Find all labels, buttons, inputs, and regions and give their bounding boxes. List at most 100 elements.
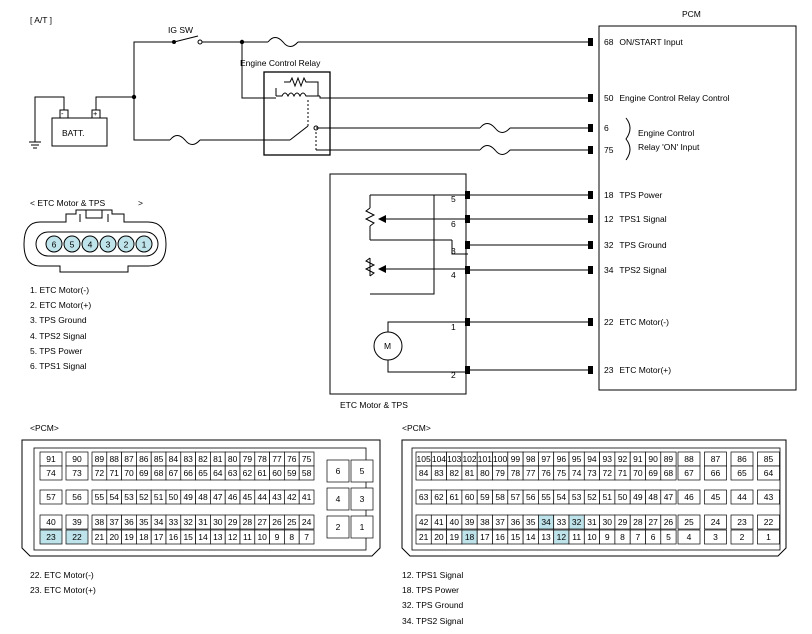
pcm-cell-label: 57 <box>46 492 56 502</box>
connector-pin <box>45 235 63 253</box>
pcm-cell-label: 69 <box>648 468 658 478</box>
tps-ground-wire <box>451 240 468 255</box>
pcm-cell <box>757 529 780 545</box>
pcm-cell <box>677 529 701 545</box>
pcm-cell-label: 16 <box>495 532 505 542</box>
relay-box <box>263 71 331 156</box>
pcm-cell-label: 83 <box>183 454 193 464</box>
pcm-cell-label: 80 <box>480 468 490 478</box>
pcm-cell-label: 98 <box>526 454 536 464</box>
connector-pin-label: 6 <box>52 240 57 250</box>
fuse-3 <box>479 123 511 133</box>
pcm-cell <box>660 465 677 481</box>
pcm-cell-label: 64 <box>213 468 223 478</box>
pcm-cell-label: 81 <box>465 468 475 478</box>
pcm-cell-label: 43 <box>272 492 282 502</box>
pcm-cell-label: 5 <box>666 532 671 542</box>
pcm-cell-label: 74 <box>46 468 56 478</box>
pcm-cell-label: 36 <box>124 517 134 527</box>
ig-sw-node <box>172 40 176 44</box>
tps1-resistor <box>364 207 376 227</box>
pcm-cell-label: 55 <box>541 492 551 502</box>
etc-pin-terminal <box>465 266 470 274</box>
pcm-cell-label: 21 <box>95 532 105 542</box>
pcm-cell-label: 57 <box>511 492 521 502</box>
pcm-cell-label: 70 <box>124 468 134 478</box>
pcm-cell-label: 70 <box>633 468 643 478</box>
pcm-cell-label: 25 <box>684 517 694 527</box>
pcm-cell-label: 68 <box>664 468 674 478</box>
pcm-cell-label: 22 <box>764 517 774 527</box>
pcm-pin-label: TPS1 Signal <box>619 214 666 224</box>
pcm-cell-label: 49 <box>183 492 193 502</box>
pcm-cell <box>704 465 727 481</box>
pcm-cell-label: 37 <box>109 517 119 527</box>
pcm-left-legend: 22. ETC Motor(-) 23. ETC Motor(+) <box>30 568 96 598</box>
pcm-cell-label: 66 <box>183 468 193 478</box>
pcm-cell-label: 56 <box>526 492 536 502</box>
pcm-cell-label: 41 <box>302 492 312 502</box>
pcm-cell <box>677 514 701 530</box>
pcm-cell-label: 19 <box>124 532 134 542</box>
connector-pin-label: 3 <box>106 240 111 250</box>
relay-contact <box>289 125 309 141</box>
pcm-cell-label: 6 <box>651 532 656 542</box>
relay-feed-node <box>239 39 245 45</box>
pcm-cell-label: 90 <box>72 454 82 464</box>
connector-pin-label: 2 <box>124 240 129 250</box>
ig-sw-node2 <box>197 39 203 45</box>
pcm-cell-label: 84 <box>169 454 179 464</box>
pcm-cell-label: 92 <box>618 454 628 464</box>
relay-control-wire <box>241 42 590 99</box>
pcm-cell-label: 61 <box>450 492 460 502</box>
pcm-cell-label: 79 <box>495 468 505 478</box>
pcm-cell-label: 94 <box>587 454 597 464</box>
pcm-pin-terminal <box>588 38 593 46</box>
pcm-cell-label: 3 <box>713 532 718 542</box>
pcm-pin-label: TPS Power <box>619 190 662 200</box>
pcm-cell-label: 91 <box>633 454 643 464</box>
variant-label: [ A/T ] <box>30 15 52 25</box>
legend-item: 18. TPS Power <box>402 585 460 596</box>
pcm-cell <box>730 489 754 505</box>
pcm-cell <box>65 514 89 530</box>
pcm-cell-label: 2 <box>336 522 341 532</box>
pcm-cell-label: 26 <box>664 517 674 527</box>
etc-pin-number: 2 <box>451 370 456 380</box>
pcm-pin-label: TPS2 Signal <box>619 265 666 275</box>
pcm-cell <box>298 465 315 481</box>
pcm-cell-label: 89 <box>664 454 674 464</box>
pcm-cell-label: 67 <box>684 468 694 478</box>
pcm-cell-label: 41 <box>434 517 444 527</box>
pcm-cell <box>730 529 754 545</box>
pcm-cell-label: 66 <box>711 468 721 478</box>
pcm-cell-label: 62 <box>434 492 444 502</box>
pcm-cell-label: 85 <box>764 454 774 464</box>
connector-pin <box>63 235 81 253</box>
pcm-cell <box>298 529 315 545</box>
pcm-cell-label: 91 <box>46 454 56 464</box>
pcm-cell-label: 34 <box>541 517 551 527</box>
pcm-cell-label: 56 <box>72 492 82 502</box>
pcm-cell <box>757 465 780 481</box>
pcm-cell-label: 4 <box>687 532 692 542</box>
pcm-pin-terminal <box>588 318 593 326</box>
ground-symbol <box>29 96 65 149</box>
pcm-cell-label: 62 <box>243 468 253 478</box>
pcm-cell-label: 40 <box>450 517 460 527</box>
pcm-cell <box>326 515 350 539</box>
pcm-cell-label: 69 <box>139 468 149 478</box>
pcm-cell-label: 103 <box>447 454 461 464</box>
legend-item: 5. TPS Power <box>30 345 83 356</box>
pcm-cell-label: 46 <box>228 492 238 502</box>
pcm-cell-label: 32 <box>572 517 582 527</box>
relay-on-brace <box>625 117 631 161</box>
pcm-cell-label: 4 <box>336 494 341 504</box>
pcm-cell-label: 15 <box>183 532 193 542</box>
pcm-cell <box>326 459 350 483</box>
pcm-cell <box>677 489 701 505</box>
pcm-pin-number: 12 <box>604 214 614 224</box>
fuse-4 <box>479 145 511 155</box>
